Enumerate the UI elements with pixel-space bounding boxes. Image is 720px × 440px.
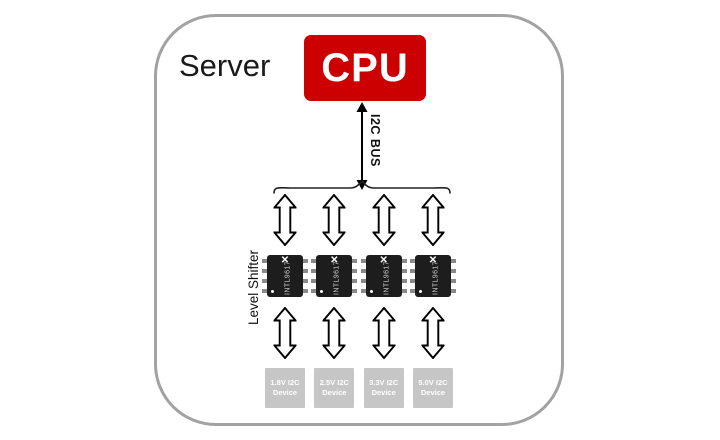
channel-column-4: ✕ INTL9617 5.0V I2C Device: [409, 194, 456, 408]
chip-pins-right: [450, 259, 456, 293]
chip-body: ✕ INTL9617: [316, 255, 353, 297]
double-arrow-icon: [421, 194, 445, 246]
chip-logo-icon: ✕: [379, 255, 388, 266]
chip-pins-left: [311, 259, 317, 293]
level-shifter-chip: ✕ INTL9617: [311, 255, 358, 297]
i2c-bus-arrow-icon: [356, 102, 368, 190]
chip-logo-icon: ✕: [428, 255, 438, 266]
i2c-device-box: 3.3V I2C Device: [363, 368, 404, 408]
i2c-device-box: 1.8V I2C Device: [265, 368, 305, 408]
double-arrow-icon: [273, 307, 297, 359]
chip-pins-left: [360, 259, 366, 293]
channel-column-1: ✕ INTL9617 1.8V I2C Device: [262, 194, 308, 408]
chip-pins-left: [409, 259, 415, 293]
chip-body: ✕ INTL9617: [267, 255, 303, 297]
chip-pins-left: [262, 259, 267, 293]
chip-part-number: INTL9617: [432, 260, 440, 295]
cpu-box: CPU: [304, 35, 426, 101]
chip-pin1-dot-icon: [418, 290, 422, 293]
chip-body: ✕ INTL9617: [365, 255, 402, 297]
chip-pin1-dot-icon: [320, 290, 324, 293]
double-arrow-icon: [273, 194, 297, 246]
chip-pins-right: [401, 259, 407, 293]
i2c-bus-label: I2C BUS: [368, 114, 382, 167]
i2c-device-box: 5.0V I2C Device: [412, 368, 453, 408]
chip-pin1-dot-icon: [369, 290, 373, 293]
chip-pins-right: [303, 259, 308, 293]
channel-columns: ✕ INTL9617 1.8V I2C Device ✕ INTL9617: [262, 194, 456, 408]
double-arrow-icon: [322, 194, 346, 246]
chip-part-number: INTL9617: [284, 260, 292, 295]
chip-pin1-dot-icon: [271, 290, 274, 293]
double-arrow-icon: [372, 194, 396, 246]
level-shifter-chip: ✕ INTL9617: [262, 255, 308, 297]
level-shifter-chip: ✕ INTL9617: [360, 255, 407, 297]
cpu-label: CPU: [321, 45, 409, 90]
channel-column-2: ✕ INTL9617 2.5V I2C Device: [311, 194, 358, 408]
brace-icon: [273, 181, 451, 194]
double-arrow-icon: [421, 307, 445, 359]
level-shifter-chip: ✕ INTL9617: [409, 255, 456, 297]
server-label: Server: [179, 48, 271, 83]
chip-part-number: INTL9617: [383, 260, 391, 295]
chip-logo-icon: ✕: [330, 255, 339, 266]
channel-column-3: ✕ INTL9617 3.3V I2C Device: [360, 194, 407, 408]
level-shifter-label: Level Shifter: [246, 250, 261, 326]
chip-pins-right: [352, 259, 358, 293]
double-arrow-icon: [322, 307, 346, 359]
server-boundary-box: [154, 14, 564, 426]
chip-logo-icon: ✕: [280, 255, 290, 266]
i2c-device-box: 2.5V I2C Device: [314, 368, 355, 408]
double-arrow-icon: [372, 307, 396, 359]
chip-part-number: INTL9617: [333, 260, 341, 295]
chip-body: ✕ INTL9617: [414, 255, 451, 297]
